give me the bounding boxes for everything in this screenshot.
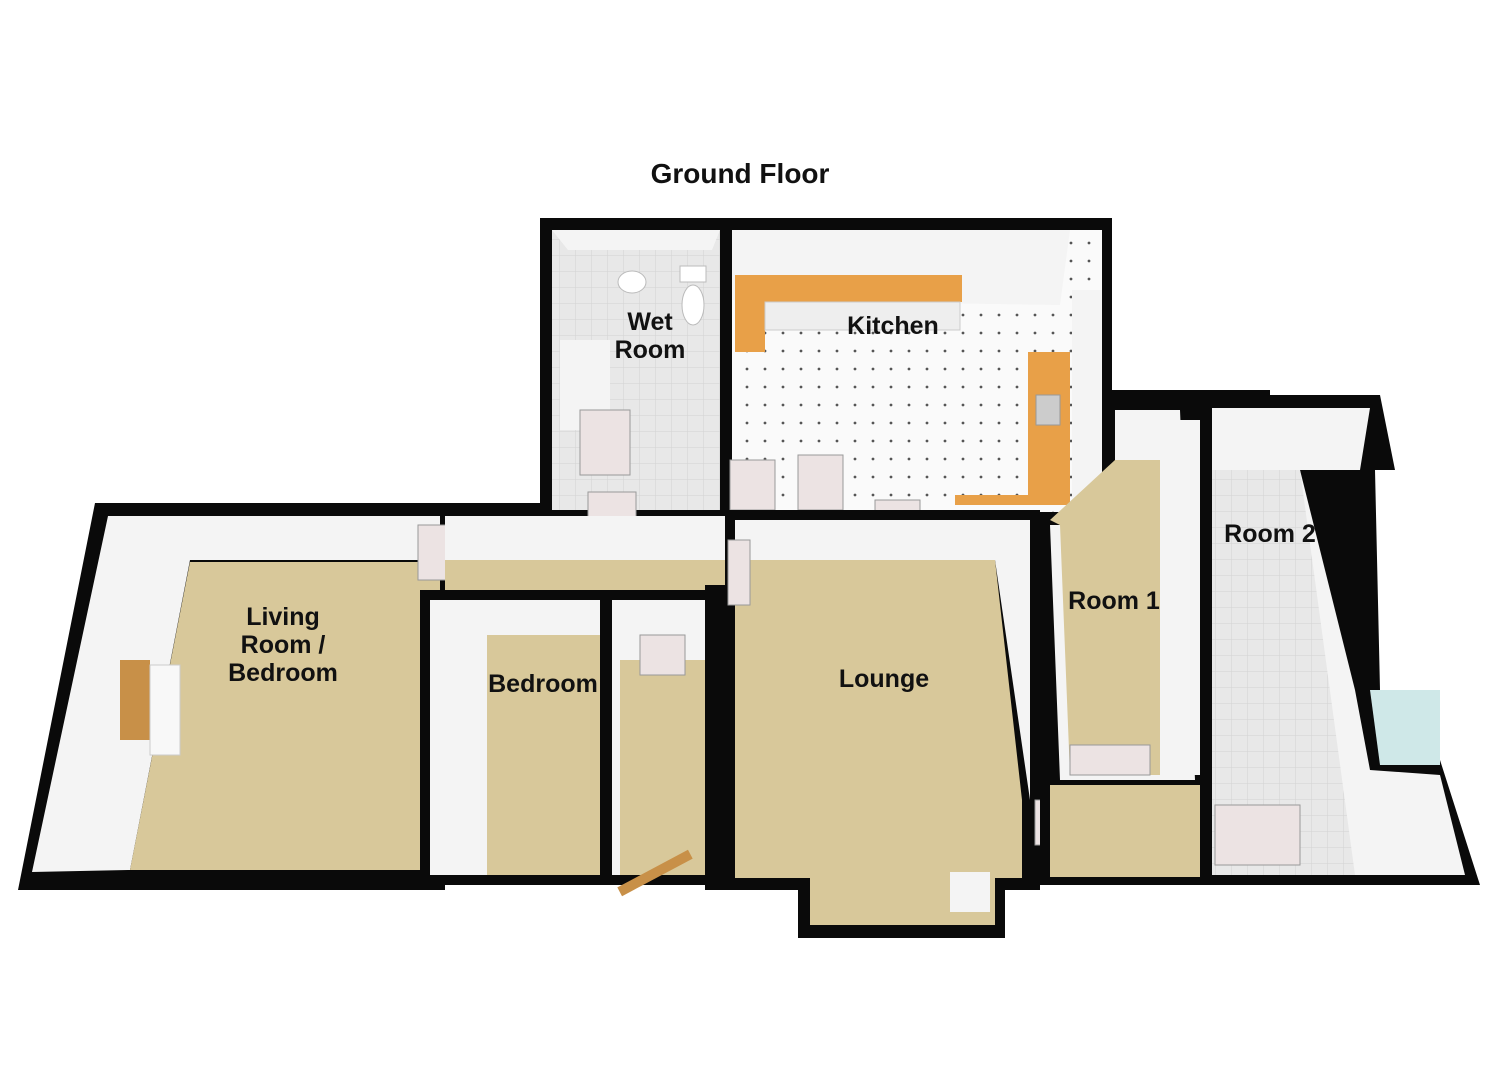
- kitchen-counter: [735, 275, 962, 352]
- room-2: [1200, 395, 1480, 885]
- front-door[interactable]: [617, 849, 693, 897]
- room-1-label: Room 1: [1068, 587, 1160, 615]
- svg-text:Room: Room: [615, 336, 686, 364]
- bedroom-label: Bedroom: [488, 670, 598, 698]
- floor-title: Ground Floor: [651, 158, 830, 189]
- svg-text:Living: Living: [246, 603, 320, 631]
- sink-icon: [1035, 394, 1061, 426]
- svg-text:Room /: Room /: [241, 631, 326, 659]
- living-room: [18, 503, 545, 890]
- bedroom: [420, 590, 615, 885]
- sink-icon: [617, 270, 647, 294]
- window: [1370, 690, 1440, 765]
- toilet-icon: [679, 265, 707, 283]
- wet-room: [540, 218, 730, 523]
- kitchen-counter-sink: [955, 352, 1070, 505]
- shower-door[interactable]: [579, 409, 631, 476]
- room-2-label: Room 2: [1224, 520, 1316, 548]
- fireplace-icon: [120, 660, 150, 740]
- room-1-door[interactable]: [1069, 744, 1151, 776]
- wet-room-label: Wet Room: [615, 308, 686, 364]
- kitchen-label: Kitchen: [847, 312, 939, 340]
- hallway: [445, 560, 725, 590]
- kitchen: [722, 218, 1112, 541]
- cupboard-door[interactable]: [729, 459, 776, 511]
- lounge: [705, 510, 1091, 938]
- living-room-label: Living Room / Bedroom: [228, 603, 338, 687]
- closet-door[interactable]: [639, 634, 686, 676]
- lounge-door[interactable]: [727, 539, 751, 606]
- hallway-wall: [445, 516, 725, 561]
- lounge-label: Lounge: [839, 665, 929, 693]
- cupboard-door[interactable]: [797, 454, 844, 511]
- svg-text:Bedroom: Bedroom: [228, 659, 338, 687]
- svg-text:Wet: Wet: [627, 308, 673, 336]
- room-2-door[interactable]: [1214, 804, 1301, 866]
